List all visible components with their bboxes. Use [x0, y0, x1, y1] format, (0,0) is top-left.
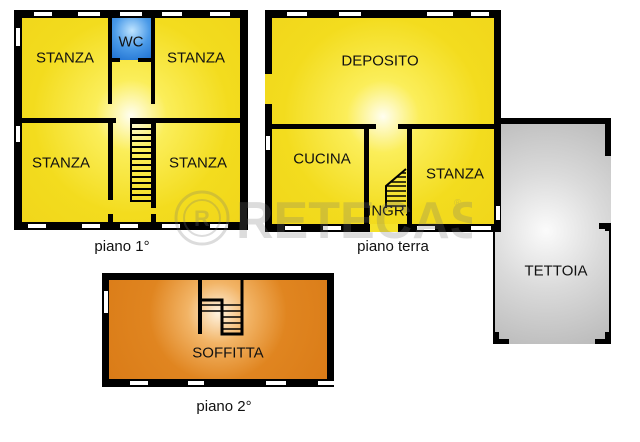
- floor-plan-piano-1: STANZA WC STANZA STANZA STANZA: [14, 10, 248, 230]
- window: [266, 136, 270, 150]
- wall: [265, 10, 501, 18]
- room-label-stanza: STANZA: [166, 49, 226, 67]
- floor-caption-piano-1: piano 1°: [94, 238, 150, 255]
- floor-caption-piano-2: piano 2°: [196, 398, 252, 415]
- window: [496, 206, 500, 220]
- window: [130, 381, 148, 385]
- room-wc-fill: [112, 18, 152, 60]
- window: [188, 381, 204, 385]
- wall: [102, 379, 334, 387]
- window: [471, 226, 491, 230]
- stairs-icon: [385, 168, 407, 208]
- wall: [493, 118, 611, 124]
- wall: [327, 273, 334, 387]
- window: [339, 12, 361, 16]
- wall: [14, 10, 22, 230]
- window: [78, 12, 100, 16]
- wall: [108, 214, 113, 224]
- room-label-stanza: STANZA: [168, 154, 228, 172]
- wall: [494, 10, 501, 232]
- wall: [599, 223, 611, 229]
- room-label-deposito: DEPOSITO: [341, 52, 419, 70]
- wall: [605, 332, 611, 344]
- wall: [272, 124, 376, 129]
- floor-plan-piano-terra: DEPOSITO CUCINA INGR. STANZA: [265, 10, 501, 232]
- floor-plan-tettoia: TETTOIA: [493, 118, 613, 344]
- wall: [364, 124, 369, 224]
- wall: [493, 339, 509, 344]
- wall: [151, 214, 156, 224]
- wall: [102, 273, 109, 387]
- window: [16, 28, 20, 46]
- window: [162, 224, 180, 228]
- room-label-ingresso: INGR.: [367, 202, 409, 220]
- window: [104, 291, 108, 313]
- wall: [265, 104, 272, 232]
- wall: [130, 118, 240, 123]
- wall: [595, 339, 611, 344]
- entrance-opening: [370, 224, 398, 232]
- wall: [22, 118, 116, 123]
- window: [120, 224, 138, 228]
- window: [120, 12, 142, 16]
- room-label-stanza: STANZA: [31, 154, 91, 172]
- room-label-stanza: STANZA: [35, 49, 95, 67]
- window: [210, 224, 228, 228]
- room-label-tettoia: TETTOIA: [524, 262, 588, 280]
- window: [34, 12, 52, 16]
- floor-plan-piano-2: SOFFITTA: [102, 273, 336, 387]
- room-label-wc: WC: [118, 33, 144, 51]
- room-fill: [493, 118, 611, 344]
- wall: [108, 118, 113, 200]
- wall: [493, 332, 499, 344]
- window: [266, 381, 286, 385]
- window: [16, 126, 20, 142]
- room-fill: [265, 10, 501, 232]
- window: [82, 224, 100, 228]
- wall: [605, 118, 611, 156]
- stairs-icon: [130, 122, 154, 202]
- room-label-stanza: STANZA: [425, 165, 485, 183]
- wall: [240, 10, 248, 230]
- wall: [138, 58, 154, 62]
- window: [162, 12, 182, 16]
- window: [210, 12, 230, 16]
- window: [287, 12, 307, 16]
- room-label-soffitta: SOFFITTA: [192, 344, 264, 362]
- wall: [108, 58, 120, 62]
- wall: [493, 230, 495, 334]
- window: [28, 224, 46, 228]
- window: [471, 12, 489, 16]
- floor-caption-piano-terra: piano terra: [357, 238, 429, 255]
- wall: [265, 10, 272, 74]
- wall: [102, 273, 334, 280]
- wall: [609, 230, 611, 334]
- window: [285, 226, 301, 230]
- wall: [151, 118, 156, 208]
- wall: [398, 124, 494, 129]
- window: [427, 12, 453, 16]
- window: [417, 226, 435, 230]
- wall: [407, 124, 412, 224]
- stairs-icon: [198, 278, 246, 338]
- window: [318, 381, 336, 385]
- room-label-cucina: CUCINA: [293, 150, 351, 168]
- room-fill: [102, 273, 334, 387]
- window: [323, 226, 341, 230]
